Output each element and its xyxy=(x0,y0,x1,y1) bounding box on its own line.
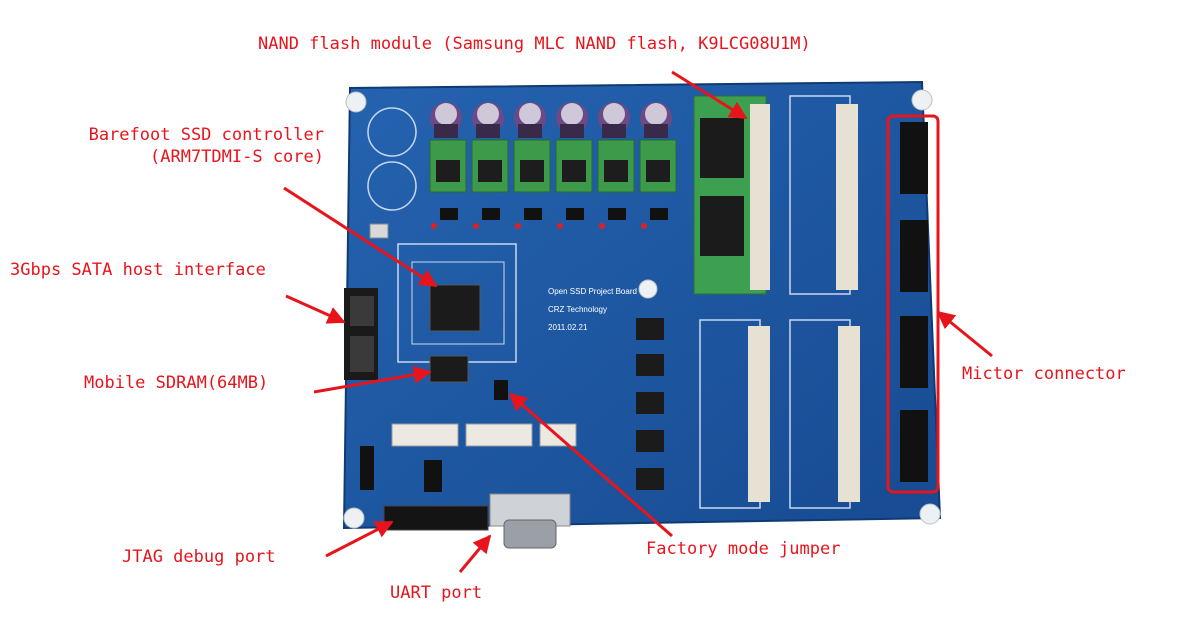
label-mobile-sdram: Mobile SDRAM(64MB) xyxy=(84,373,269,393)
standoff-top-right xyxy=(911,89,933,111)
standoff-bottom-left xyxy=(343,507,365,529)
controller-silkscreen-inner xyxy=(411,261,505,345)
sdram-arrow xyxy=(313,365,432,394)
jumper-led-row xyxy=(431,208,668,229)
buffer-chip-column xyxy=(636,318,664,490)
nand-slots xyxy=(693,95,860,509)
sata-connector xyxy=(344,288,378,380)
sata-arrow xyxy=(285,294,346,324)
jtag-arrow xyxy=(325,520,394,558)
mictor-connectors xyxy=(900,122,928,482)
label-ssd-controller: Barefoot SSD controller xyxy=(88,125,324,145)
mictor-arrow xyxy=(936,310,993,358)
silkscreen-circle-1 xyxy=(367,107,417,157)
label-jtag-port: JTAG debug port xyxy=(122,547,276,567)
label-uart-port: UART port xyxy=(390,583,483,603)
header-small-mid xyxy=(424,460,442,492)
label-ssd-controller-core: (ARM7TDMI-S core) xyxy=(150,147,324,167)
capacitor-row xyxy=(430,102,672,138)
label-factory-jumper: Factory mode jumper xyxy=(646,539,841,559)
uart-arrow xyxy=(458,534,492,573)
board-date-text: 2011.02.21 xyxy=(548,323,588,332)
jtag-connector xyxy=(383,505,489,531)
board-company-text: CRZ Technology xyxy=(548,305,607,314)
header-small-left xyxy=(360,446,374,490)
nand-arrow xyxy=(671,70,748,120)
ssd-controller-chip xyxy=(429,284,481,332)
label-sata-interface: 3Gbps SATA host interface xyxy=(10,260,266,280)
mictor-highlight-box xyxy=(886,114,940,494)
uart-connector xyxy=(489,493,571,549)
factory-jumper xyxy=(494,380,508,400)
silkscreen-circle-2 xyxy=(367,161,417,211)
board-title-text: Open SSD Project Board xyxy=(548,287,637,296)
pcb-board xyxy=(342,80,942,530)
standoff-top-left xyxy=(345,91,367,113)
standoff-center xyxy=(638,279,658,299)
standoff-bottom-right xyxy=(919,503,941,525)
label-mictor-connector: Mictor connector xyxy=(962,364,1126,384)
label-nand-flash-module: NAND flash module (Samsung MLC NAND flas… xyxy=(258,34,811,54)
factory-arrow xyxy=(508,392,673,538)
sdram-chip xyxy=(429,355,469,383)
controller-arrow xyxy=(283,186,438,288)
regulator-modules xyxy=(429,139,677,193)
power-switch xyxy=(369,223,389,239)
